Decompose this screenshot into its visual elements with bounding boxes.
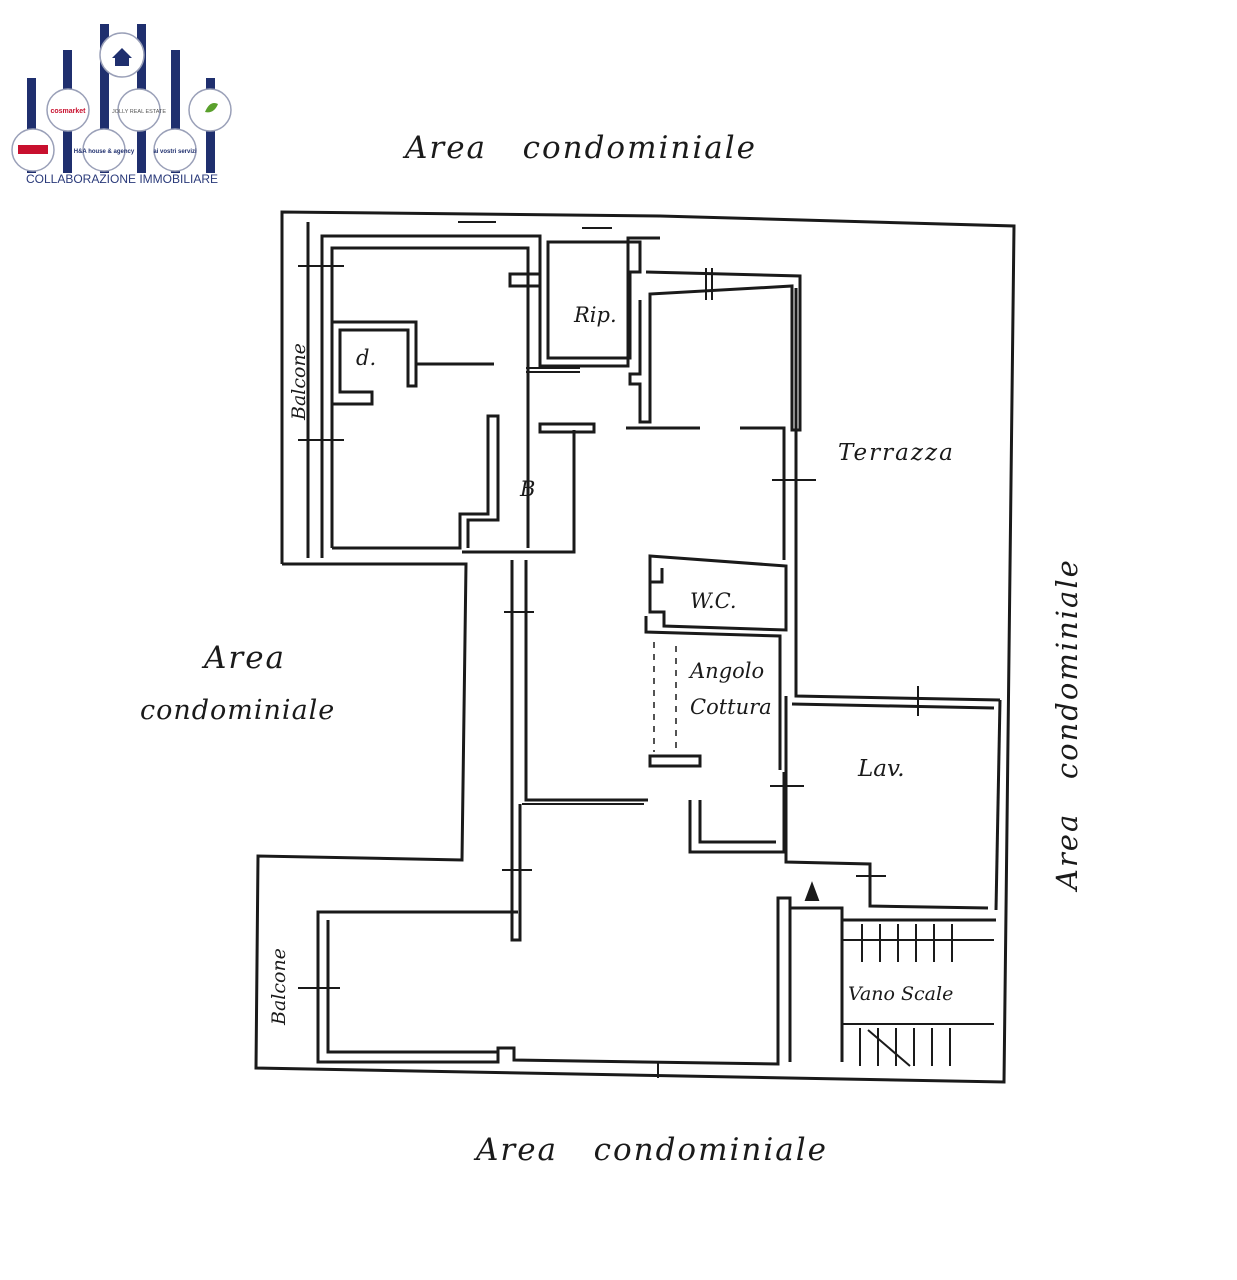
agency-logo: cosmarket JOLLY REAL ESTATE H&A house & … [11, 24, 232, 186]
dashed-cabinet [653, 642, 677, 752]
logo-brand-ha: H&A house & agency [74, 149, 135, 155]
label-area-top: Area condominiale [402, 130, 757, 166]
label-area-left-2: condominiale [140, 695, 335, 726]
label-rip: Rip. [573, 303, 617, 327]
openings [298, 221, 919, 1078]
logo-caption: COLLABORAZIONE IMMOBILIARE [26, 172, 218, 186]
label-balcone-top: Balcone [288, 343, 310, 421]
label-angolo-2: Cottura [690, 695, 772, 719]
label-angolo-1: Angolo [688, 659, 764, 683]
label-d: d. [356, 346, 376, 370]
label-area-bottom: Area condominiale [473, 1132, 828, 1168]
logo-mark-red-icon [18, 145, 48, 154]
label-wc: W.C. [690, 589, 737, 613]
walls [254, 210, 1016, 1084]
label-vano-scale: Vano Scale [848, 983, 953, 1005]
logo-brand-jolly: JOLLY REAL ESTATE [112, 109, 166, 115]
stairs [804, 881, 994, 1067]
label-balcone-bottom: Balcone [268, 948, 290, 1026]
logo-brand-servizi: ai vostri servizi [153, 149, 197, 155]
label-area-left-1: Area [201, 640, 286, 676]
leaf-icon [205, 103, 218, 113]
logo-brand-cosmarket: cosmarket [50, 108, 86, 115]
label-lav: Lav. [857, 756, 905, 782]
label-area-right: Area condominiale [1050, 558, 1084, 893]
house-icon [112, 48, 132, 66]
plan-labels: Area condominiale Area condominiale Area… [140, 130, 1084, 1168]
label-terrazza: Terrazza [838, 440, 955, 466]
label-b: B [519, 477, 535, 501]
